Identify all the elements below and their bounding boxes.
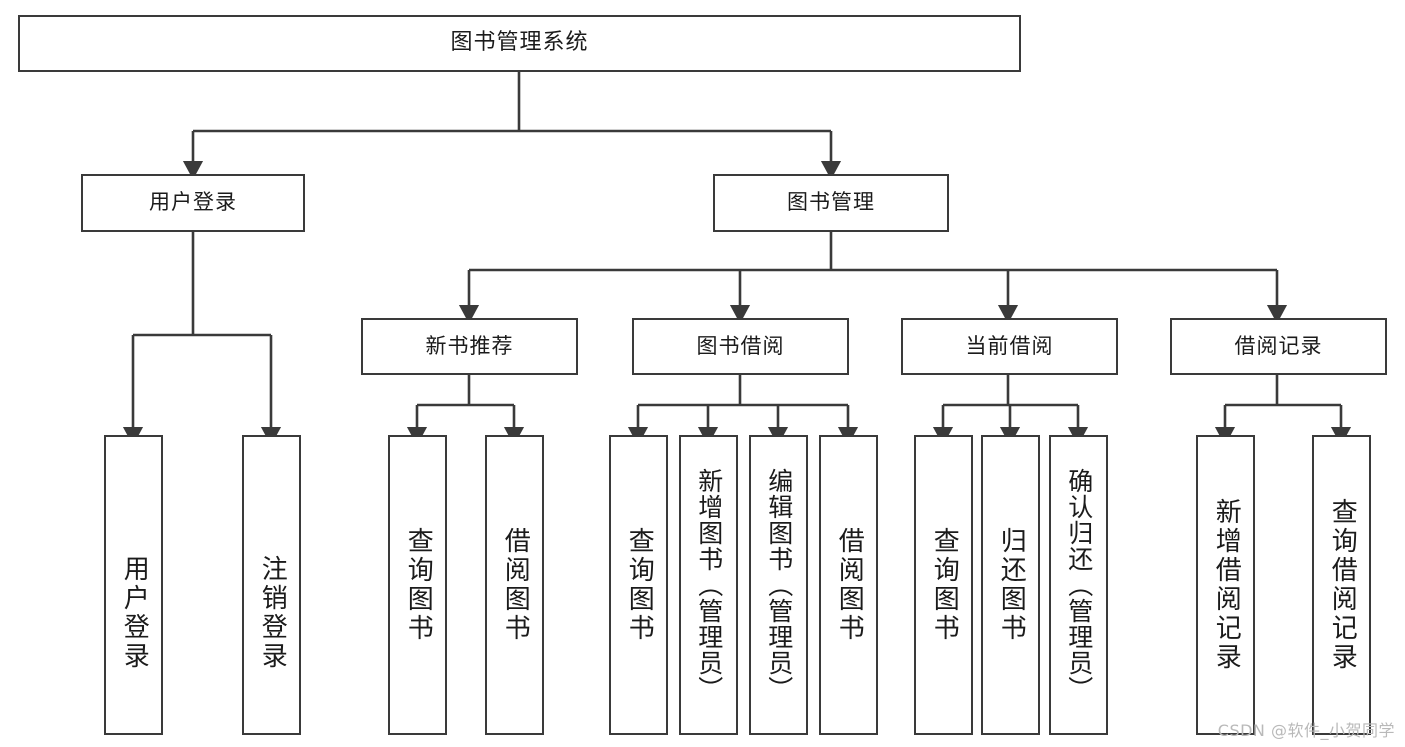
node-leaf-query-book-1[interactable]: 查询图书 [388, 435, 447, 735]
node-leaf-confirm-return[interactable]: 确认归还（管理员） [1049, 435, 1108, 735]
node-borrow-record[interactable]: 借阅记录 [1170, 318, 1387, 375]
node-label: 查询借阅记录 [1327, 498, 1358, 672]
node-label: 查询图书 [929, 527, 960, 643]
node-label: 借阅图书 [500, 527, 531, 643]
node-leaf-add-book[interactable]: 新增图书（管理员） [679, 435, 738, 735]
node-user-login[interactable]: 用户登录 [81, 174, 305, 232]
node-label: 查询图书 [624, 527, 655, 643]
node-root-book-management-system[interactable]: 图书管理系统 [18, 15, 1021, 72]
node-label: 确认归还（管理员） [1064, 468, 1094, 702]
node-book-manage[interactable]: 图书管理 [713, 174, 949, 232]
watermark-text: CSDN @软件_小贺同学 [1217, 721, 1395, 740]
node-label: 新增图书（管理员） [694, 468, 724, 702]
node-leaf-borrow-book-2[interactable]: 借阅图书 [819, 435, 878, 735]
node-label: 当前借阅 [965, 333, 1054, 358]
node-leaf-query-record[interactable]: 查询借阅记录 [1312, 435, 1371, 735]
node-label: 归还图书 [996, 527, 1027, 643]
node-leaf-edit-book[interactable]: 编辑图书（管理员） [749, 435, 808, 735]
node-label: 编辑图书（管理员） [764, 468, 794, 702]
node-leaf-user-login[interactable]: 用户登录 [104, 435, 163, 735]
node-label: 用户登录 [149, 190, 237, 215]
node-new-book-recommend[interactable]: 新书推荐 [361, 318, 578, 375]
node-leaf-return-book[interactable]: 归还图书 [981, 435, 1040, 735]
node-label: 用户登录 [119, 555, 150, 671]
node-label: 图书管理系统 [450, 30, 589, 56]
node-label: 新增借阅记录 [1211, 498, 1242, 672]
node-leaf-borrow-book-1[interactable]: 借阅图书 [485, 435, 544, 735]
node-leaf-query-book-2[interactable]: 查询图书 [609, 435, 668, 735]
node-label: 查询图书 [403, 527, 434, 643]
node-label: 借阅记录 [1234, 333, 1323, 358]
node-label: 注销登录 [257, 555, 288, 671]
node-label: 图书管理 [787, 190, 875, 215]
node-book-borrow[interactable]: 图书借阅 [632, 318, 849, 375]
node-leaf-logout-login[interactable]: 注销登录 [242, 435, 301, 735]
node-label: 新书推荐 [425, 333, 514, 358]
node-leaf-query-book-3[interactable]: 查询图书 [914, 435, 973, 735]
node-current-borrow[interactable]: 当前借阅 [901, 318, 1118, 375]
node-leaf-add-record[interactable]: 新增借阅记录 [1196, 435, 1255, 735]
node-label: 图书借阅 [696, 333, 785, 358]
node-label: 借阅图书 [834, 527, 865, 643]
